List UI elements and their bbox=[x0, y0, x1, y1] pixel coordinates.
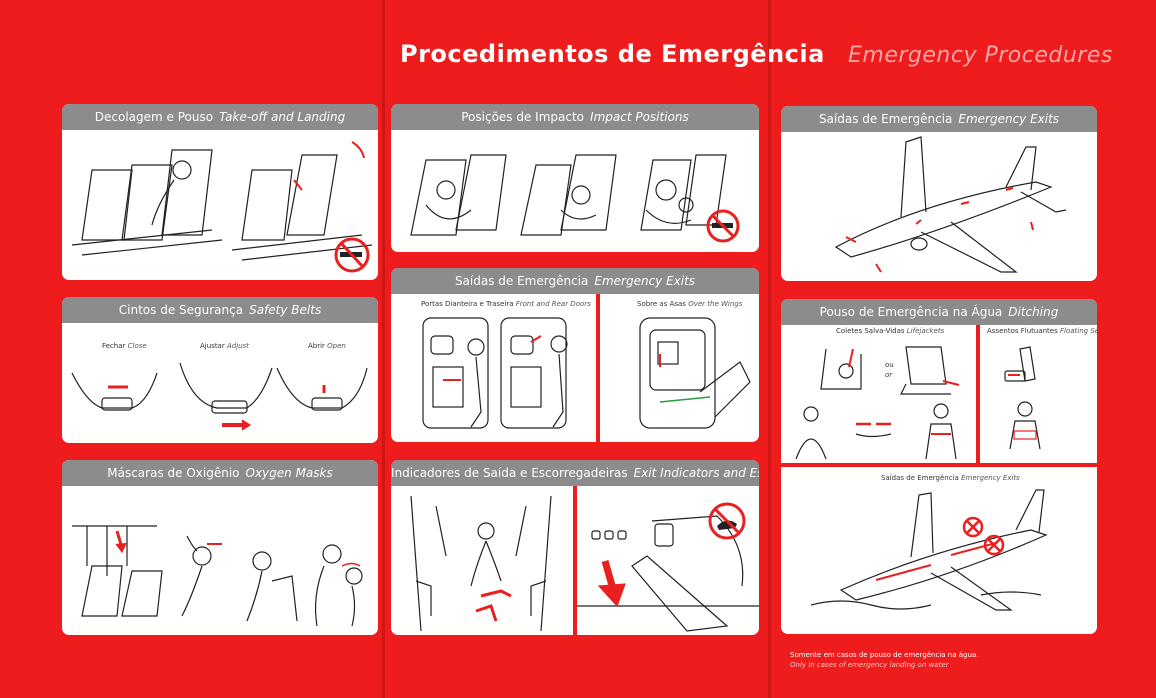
panel-emergency-exits-aircraft: Saídas de Emergência Emergency Exits bbox=[781, 106, 1097, 281]
panel-header: Decolagem e Pouso Take-off and Landing bbox=[62, 104, 378, 130]
header-pt: Pouso de Emergência na Água bbox=[819, 305, 1003, 319]
impact-illustration bbox=[391, 130, 759, 252]
footer-note: Somente em casos de pouso de emergência … bbox=[790, 650, 978, 670]
panel-safety-belts: Cintos de Segurança Safety Belts Fechar C… bbox=[62, 297, 378, 443]
header-en: Oxygen Masks bbox=[245, 466, 333, 480]
footer-en: Only in cases of emergency landing on wa… bbox=[790, 661, 949, 669]
panel-header: Indicadores de Saída e Escorregadeiras Ex… bbox=[391, 460, 759, 486]
fold-line-right bbox=[768, 0, 771, 698]
fold-line-left bbox=[382, 0, 385, 698]
header-en: Exit Indicators and Escape Slides bbox=[633, 466, 759, 480]
exit-path-illustration bbox=[391, 486, 573, 635]
panel-header: Saídas de Emergência Emergency Exits bbox=[781, 106, 1097, 132]
caption-ditching-exits: Saídas de Emergência Emergency Exits bbox=[881, 474, 1020, 482]
header-pt: Saídas de Emergência bbox=[818, 112, 953, 126]
escape-slide-illustration bbox=[577, 486, 759, 635]
header-pt: Indicadores de Saída e Escorregadeiras bbox=[391, 466, 628, 480]
panel-takeoff-landing: Decolagem e Pouso Take-off and Landing bbox=[62, 104, 378, 280]
ditching-aircraft-illustration bbox=[781, 485, 1097, 634]
header-pt: Cintos de Segurança bbox=[118, 303, 244, 317]
panel-exit-indicators-slides: Indicadores de Saída e Escorregadeiras Ex… bbox=[391, 460, 759, 635]
sub-divider bbox=[573, 486, 577, 635]
seat-row-illustration bbox=[71, 149, 373, 261]
panel-ditching: Pouso de Emergência na Água Ditching Cole… bbox=[781, 299, 1097, 634]
panel-oxygen-masks: Máscaras de Oxigênio Oxygen Masks bbox=[62, 460, 378, 635]
doors-illustration bbox=[391, 312, 596, 442]
panel-header: Cintos de Segurança Safety Belts bbox=[62, 297, 378, 323]
belt-illustration bbox=[62, 353, 378, 443]
caption-over-wings: Sobre as Asas Over the Wings bbox=[637, 300, 743, 308]
masks-illustration bbox=[62, 486, 378, 635]
header-pt: Decolagem e Pouso bbox=[94, 110, 214, 124]
belt-step-open: Abrir Open bbox=[308, 342, 346, 350]
title-portuguese: Procedimentos de Emergência bbox=[400, 40, 825, 68]
header-en: Take-off and Landing bbox=[219, 110, 346, 124]
caption-or-en: or bbox=[885, 371, 893, 379]
header-en: Ditching bbox=[1008, 305, 1059, 319]
caption-floating-seats: Assentos Flutuantes Floating Seats bbox=[987, 327, 1097, 335]
aircraft-exits-illustration bbox=[781, 132, 1097, 281]
blocked-exit-icon bbox=[983, 534, 1005, 556]
header-en: Safety Belts bbox=[249, 303, 322, 317]
panel-emergency-exits-doors: Saídas de Emergência Emergency Exits Port… bbox=[391, 268, 759, 442]
belt-step-adjust: Ajustar Adjust bbox=[200, 342, 249, 350]
sub-divider bbox=[596, 294, 600, 442]
belt-step-close: Fechar Close bbox=[102, 342, 147, 350]
panel-header: Saídas de Emergência Emergency Exits bbox=[391, 268, 759, 294]
header-pt: Posições de Impacto bbox=[461, 110, 585, 124]
header-en: Emergency Exits bbox=[958, 112, 1060, 126]
header-en: Impact Positions bbox=[590, 110, 689, 124]
title-english: Emergency Procedures bbox=[848, 43, 1113, 68]
header-pt: Máscaras de Oxigênio bbox=[107, 466, 240, 480]
panel-header: Máscaras de Oxigênio Oxygen Masks bbox=[62, 460, 378, 486]
over-wing-illustration bbox=[600, 312, 759, 442]
caption-lifejackets: Coletes Salva-Vidas Lifejackets bbox=[836, 327, 945, 335]
no-smoking-icon bbox=[706, 209, 740, 243]
header-en: Emergency Exits bbox=[594, 274, 696, 288]
caption-front-rear-doors: Portas Dianteira e Traseira Front and Re… bbox=[421, 300, 591, 308]
panel-header: Pouso de Emergência na Água Ditching bbox=[781, 299, 1097, 325]
footer-pt: Somente em casos de pouso de emergência … bbox=[790, 651, 979, 659]
no-high-heels-icon bbox=[708, 502, 746, 540]
header-pt: Saídas de Emergência bbox=[454, 274, 589, 288]
takeoff-illustration bbox=[62, 130, 378, 280]
sub-divider-vertical bbox=[976, 325, 980, 463]
lifejackets-illustration bbox=[781, 339, 976, 463]
caption-or-pt: ou bbox=[885, 361, 894, 369]
sub-divider-horizontal bbox=[781, 463, 1097, 467]
floating-seat-illustration bbox=[980, 339, 1097, 463]
panel-header: Posições de Impacto Impact Positions bbox=[391, 104, 759, 130]
panel-impact-positions: Posições de Impacto Impact Positions bbox=[391, 104, 759, 252]
blocked-exit-icon bbox=[962, 516, 984, 538]
no-smoking-icon bbox=[334, 237, 370, 273]
